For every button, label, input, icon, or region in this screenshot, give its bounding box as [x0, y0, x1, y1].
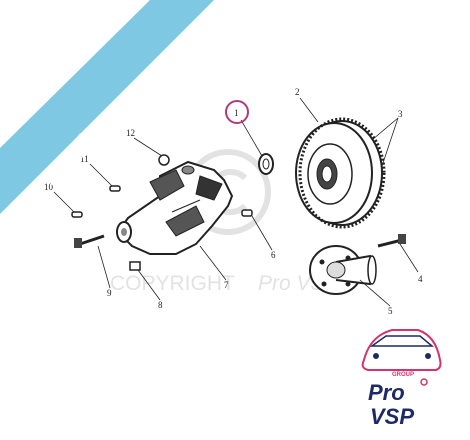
callout-3: 3 [398, 109, 403, 119]
logo-vsp-text: VSP [370, 404, 414, 429]
callout-6: 6 [271, 250, 276, 260]
flywheel [295, 117, 386, 229]
callout-numbers: 1 2 3 4 5 6 7 8 9 10 11 12 [44, 87, 423, 316]
callout-11: 11 [80, 154, 89, 164]
bolt-4 [377, 234, 406, 248]
key-8 [129, 261, 141, 271]
copyright-watermark: COPYRIGHT Pro VSP [110, 149, 339, 295]
callout-9: 9 [107, 288, 112, 298]
callout-5: 5 [388, 306, 393, 316]
callout-10: 10 [44, 182, 54, 192]
callout-1: 1 [234, 108, 239, 118]
highlight-ring [225, 100, 249, 124]
plug-12 [158, 154, 170, 166]
pin-10 [71, 211, 83, 218]
car-outline-icon [361, 329, 442, 371]
ring-gear-teeth [298, 117, 386, 229]
bolt-9 [74, 234, 105, 248]
flange-hub [309, 245, 377, 295]
crankshaft [116, 160, 234, 255]
seal-ring [258, 153, 274, 175]
logo-group-text: GROUP [392, 372, 414, 378]
callout-7: 7 [224, 280, 229, 290]
leader-lines [53, 97, 419, 307]
provsp-logo: GROUP Pro VSP [361, 329, 442, 429]
callout-2: 2 [295, 87, 300, 97]
callout-12: 12 [126, 128, 135, 138]
dowel-pin-6 [241, 209, 253, 217]
callout-4: 4 [418, 274, 423, 284]
watermark-text: COPYRIGHT [110, 272, 235, 295]
pin-11 [109, 185, 121, 192]
callout-8: 8 [158, 300, 163, 310]
logo-pro-text: Pro [368, 380, 405, 405]
